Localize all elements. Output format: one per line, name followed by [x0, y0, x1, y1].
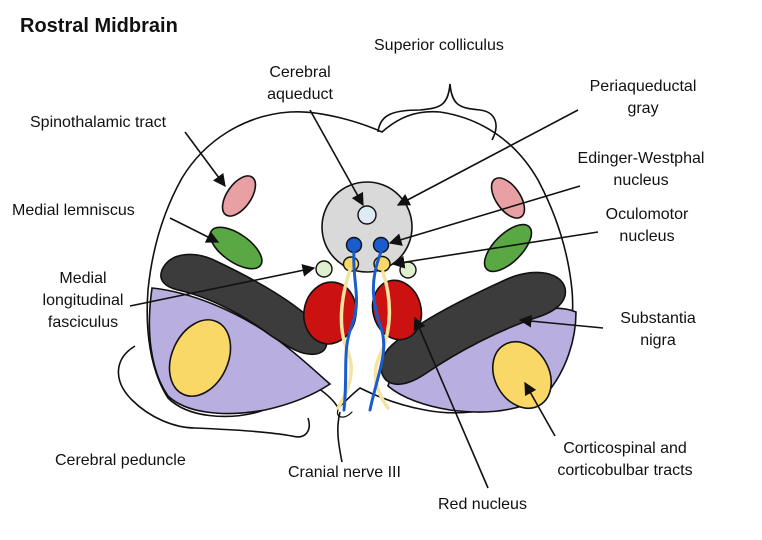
red-nucleus-right: [371, 279, 423, 341]
label-oculomotor-nucleus: Oculomotor nucleus: [588, 204, 706, 248]
label-superior-colliculus: Superior colliculus: [374, 37, 504, 54]
label-substantia-nigra: Substantia nigra: [608, 308, 708, 352]
label-cerebral-aqueduct-line2: aqueduct: [267, 86, 333, 103]
label-periaqueductal-gray-line2: gray: [627, 100, 659, 117]
spinothalamic-tract-right: [490, 177, 526, 219]
label-red-nucleus: Red nucleus: [438, 496, 527, 513]
cerebral-peduncle-bracket: [117, 345, 310, 438]
label-substantia-nigra-line2: nigra: [640, 332, 676, 349]
mlf-right: [399, 261, 417, 279]
label-medial-longitudinal-fasciculus: Medial longitudinal fasciculus: [28, 268, 138, 334]
label-mlf-line1: Medial: [59, 270, 107, 287]
label-medial-lemniscus: Medial lemniscus: [12, 202, 135, 219]
label-spinothalamic-tract: Spinothalamic tract: [30, 114, 167, 131]
superior-colliculus-bracket: [377, 83, 497, 141]
edinger-westphal-nucleus-right: [372, 236, 390, 254]
leader-lines: [129, 109, 604, 489]
label-cerebral-aqueduct: Cerebral aqueduct: [252, 62, 348, 106]
label-mlf-line2: longitudinal: [42, 292, 124, 309]
cranial-nerve-iii-fibers: [336, 250, 392, 418]
label-periaqueductal-gray-line1: Periaqueductal: [589, 78, 697, 95]
label-corticospinal-corticobulbar: Corticospinal and corticobulbar tracts: [540, 438, 710, 482]
corticospinal-tract-left: [168, 319, 232, 397]
cerebral-aqueduct: [357, 205, 377, 225]
diagram-title: Rostral Midbrain: [20, 15, 178, 37]
label-oculomotor-nucleus-line1: Oculomotor: [605, 206, 689, 223]
label-edinger-westphal-line1: Edinger-Westphal: [577, 150, 705, 167]
label-substantia-nigra-line1: Substantia: [620, 310, 696, 327]
corticospinal-tract-right: [491, 341, 553, 409]
spinothalamic-tract-left: [221, 175, 257, 217]
label-cranial-nerve-iii: Cranial nerve III: [288, 464, 401, 481]
periaqueductal-gray: [321, 181, 413, 273]
mlf-left: [315, 260, 333, 278]
substantia-nigra-left: [160, 253, 328, 356]
label-oculomotor-nucleus-line2: nucleus: [619, 228, 675, 245]
label-periaqueductal-gray: Periaqueductal gray: [578, 76, 708, 120]
label-edinger-westphal: Edinger-Westphal nucleus: [552, 148, 730, 192]
label-cerebral-aqueduct-line1: Cerebral: [269, 64, 331, 81]
medial-lemniscus-left: [209, 226, 263, 270]
medial-lemniscus-right: [483, 223, 533, 273]
edinger-westphal-nucleus-left: [345, 236, 363, 254]
label-edinger-westphal-line2: nucleus: [613, 172, 669, 189]
label-corticospinal-line2: corticobulbar tracts: [557, 462, 693, 479]
label-mlf-line3: fasciculus: [47, 314, 119, 331]
label-cerebral-peduncle: Cerebral peduncle: [55, 452, 186, 469]
label-corticospinal-line1: Corticospinal and: [563, 440, 687, 457]
